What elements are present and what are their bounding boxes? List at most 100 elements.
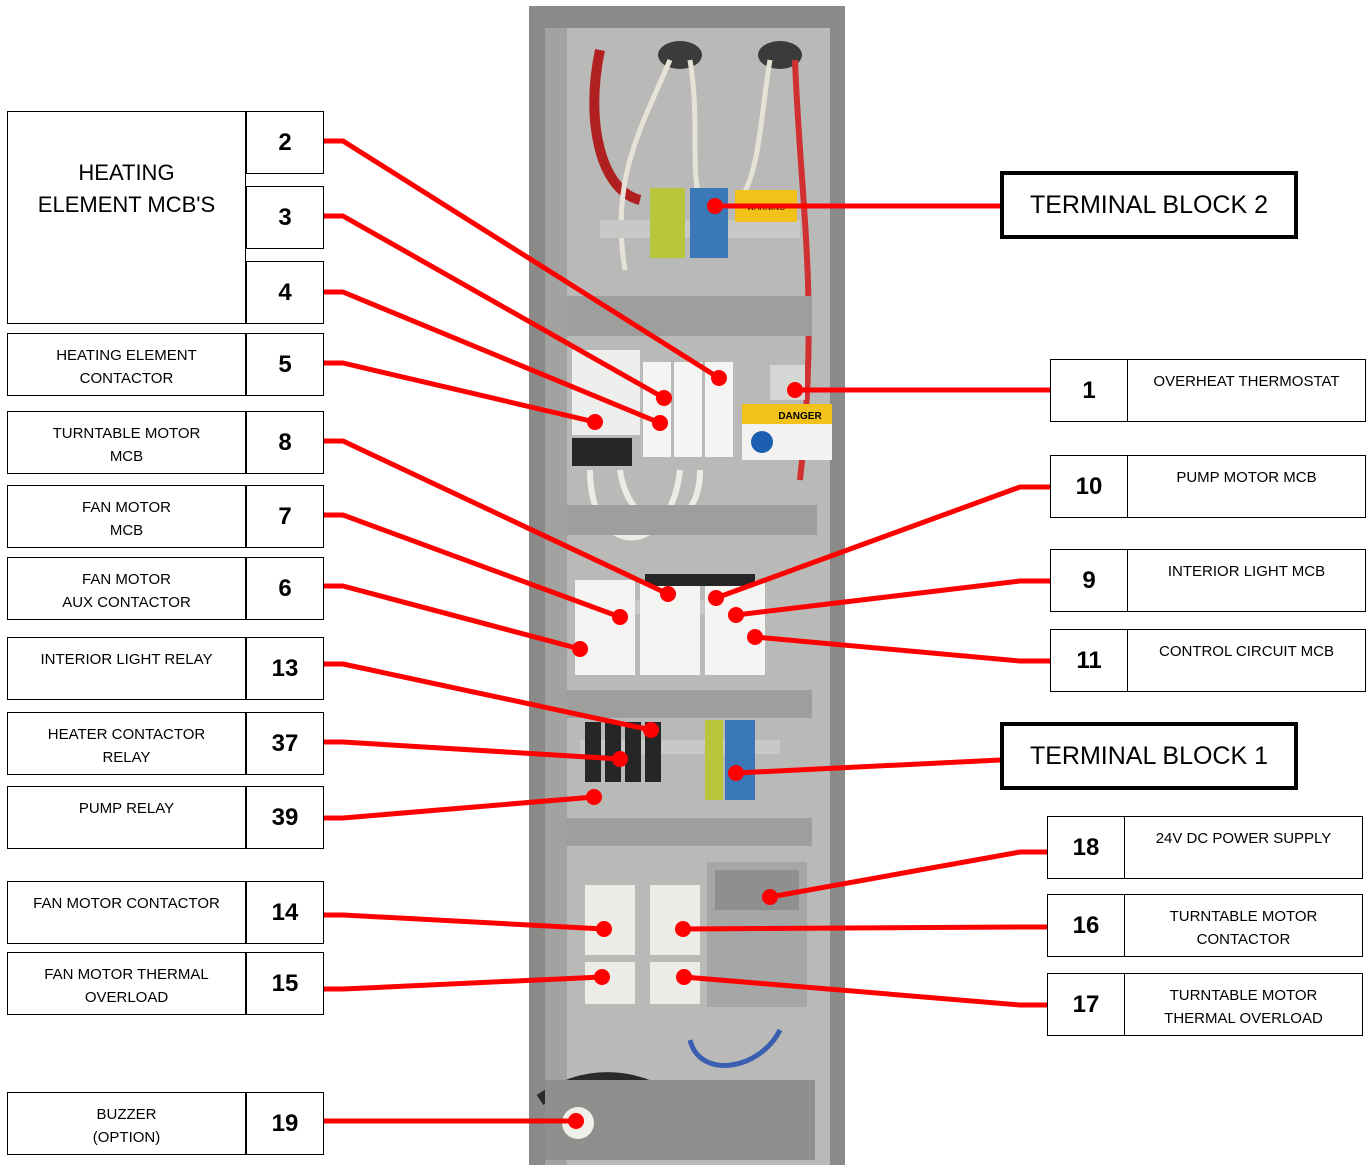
leader-dot-19 [568, 1113, 584, 1129]
leader-line-4 [324, 289, 661, 426]
callout-label-buzzer-option: BUZZER (OPTION) [7, 1092, 246, 1155]
leader-dot-9 [728, 607, 744, 623]
leader-line-17 [683, 974, 1047, 1008]
terminal-strip-blue [725, 720, 755, 800]
callout-label-control-circuit-mcb: CONTROL CIRCUIT MCB [1127, 629, 1366, 692]
leader-dot-8 [660, 586, 676, 602]
callout-label-turntable-motor-mcb: TURNTABLE MOTOR MCB [7, 411, 246, 474]
contactor-body [585, 885, 635, 955]
callout-number-17: 17 [1047, 973, 1125, 1036]
callout-number-15: 15 [246, 952, 324, 1015]
leader-line-13 [324, 661, 652, 733]
leader-line-3 [324, 213, 666, 401]
mcb-body [575, 580, 635, 675]
callout-label-fan-motor-mcb: FAN MOTOR MCB [7, 485, 246, 548]
callout-number-13: 13 [246, 637, 324, 700]
terminal-strip-green [650, 188, 685, 258]
leader-dot-13 [643, 722, 659, 738]
callout-number-18: 18 [1047, 816, 1125, 879]
mcb-body [674, 362, 702, 457]
leader-dot-tb1 [728, 765, 744, 781]
leader-line-14 [324, 912, 605, 932]
callout-label-pump-motor-mcb: PUMP MOTOR MCB [1127, 455, 1366, 518]
leader-dot-39 [586, 789, 602, 805]
leader-dot-10 [708, 590, 724, 606]
leader-line-15 [324, 974, 603, 992]
callout-number-37: 37 [246, 712, 324, 775]
cable-loop [587, 469, 683, 541]
relay-body [585, 722, 601, 782]
terminal-block-2-label: TERMINAL BLOCK 2 [1000, 171, 1298, 239]
callout-label-heater-contactor-relay: HEATER CONTACTOR RELAY [7, 712, 246, 775]
callout-label-heating-element-mcbs: HEATING ELEMENT MCB'S [7, 111, 246, 324]
leader-dot-4 [652, 415, 668, 431]
leader-line-10 [715, 484, 1050, 601]
callout-label-interior-light-relay: INTERIOR LIGHT RELAY [7, 637, 246, 700]
callout-number-3: 3 [246, 186, 324, 249]
leader-line-16 [682, 924, 1047, 932]
callout-number-8: 8 [246, 411, 324, 474]
callout-number-5: 5 [246, 333, 324, 396]
leader-line-5 [324, 360, 596, 425]
callout-number-14: 14 [246, 881, 324, 944]
mcb-toggle-strip [645, 574, 755, 586]
callout-label-turntable-motor-contactor: TURNTABLE MOTOR CONTACTOR [1124, 894, 1363, 957]
contactor-body [650, 885, 700, 955]
leader-dot-15 [594, 969, 610, 985]
leader-dot-16 [675, 921, 691, 937]
leader-line-18 [769, 849, 1047, 900]
leader-dot-3 [656, 390, 672, 406]
callout-number-19: 19 [246, 1092, 324, 1155]
callout-number-6: 6 [246, 557, 324, 620]
terminal-strip-green [705, 720, 723, 800]
callout-number-10: 10 [1050, 455, 1128, 518]
leader-dot-2 [711, 370, 727, 386]
power-supply-vent [715, 870, 799, 910]
leader-line-11 [754, 634, 1050, 664]
leader-line-6 [324, 583, 581, 652]
leader-dot-5 [587, 414, 603, 430]
leader-dot-6 [572, 641, 588, 657]
leader-dot-17 [676, 969, 692, 985]
callout-label-heating-element-contactor: HEATING ELEMENT CONTACTOR [7, 333, 246, 396]
relay-body [625, 722, 641, 782]
leader-line-37 [324, 739, 621, 762]
leader-dot-37 [612, 751, 628, 767]
mcb-body [643, 362, 671, 457]
callout-label-interior-light-mcb: INTERIOR LIGHT MCB [1127, 549, 1366, 612]
danger-sign-text: DANGER [778, 411, 822, 422]
callout-number-16: 16 [1047, 894, 1125, 957]
overload-body [650, 962, 700, 1004]
terminal-strip-blue [690, 188, 728, 258]
leader-dot-18 [762, 889, 778, 905]
callout-number-2: 2 [246, 111, 324, 174]
overload-body [585, 962, 635, 1004]
danger-sign-mandatory-circle [751, 431, 773, 453]
callout-number-4: 4 [246, 261, 324, 324]
leader-line-tb1 [735, 757, 1001, 776]
panel-side-shadow [545, 28, 567, 1165]
leader-line-9 [735, 578, 1050, 618]
danger-sign-banner [742, 404, 832, 424]
cable-bundle [589, 48, 642, 205]
cable-bundle [737, 59, 773, 202]
leader-dot-11 [747, 629, 763, 645]
callout-label-turntable-motor-thermal-overload: TURNTABLE MOTOR THERMAL OVERLOAD [1124, 973, 1363, 1036]
leader-dot-1 [787, 382, 803, 398]
leader-dot-7 [612, 609, 628, 625]
callout-number-11: 11 [1050, 629, 1128, 692]
callout-label-overheat-thermostat: OVERHEAT THERMOSTAT [1127, 359, 1366, 422]
callout-number-39: 39 [246, 786, 324, 849]
callout-label-pump-relay: PUMP RELAY [7, 786, 246, 849]
leader-line-7 [324, 512, 621, 620]
leader-line-39 [324, 794, 595, 821]
callout-label-24v-dc-power-supply: 24V DC POWER SUPPLY [1124, 816, 1363, 879]
cable-duct [567, 296, 812, 336]
leader-line-8 [324, 438, 670, 597]
leader-dot-tb2 [707, 198, 723, 214]
callout-label-fan-motor-thermal-overload: FAN MOTOR THERMAL OVERLOAD [7, 952, 246, 1015]
cable-duct [567, 818, 812, 846]
terminal-block-1-label: TERMINAL BLOCK 1 [1000, 722, 1298, 790]
leader-dot-14 [596, 921, 612, 937]
